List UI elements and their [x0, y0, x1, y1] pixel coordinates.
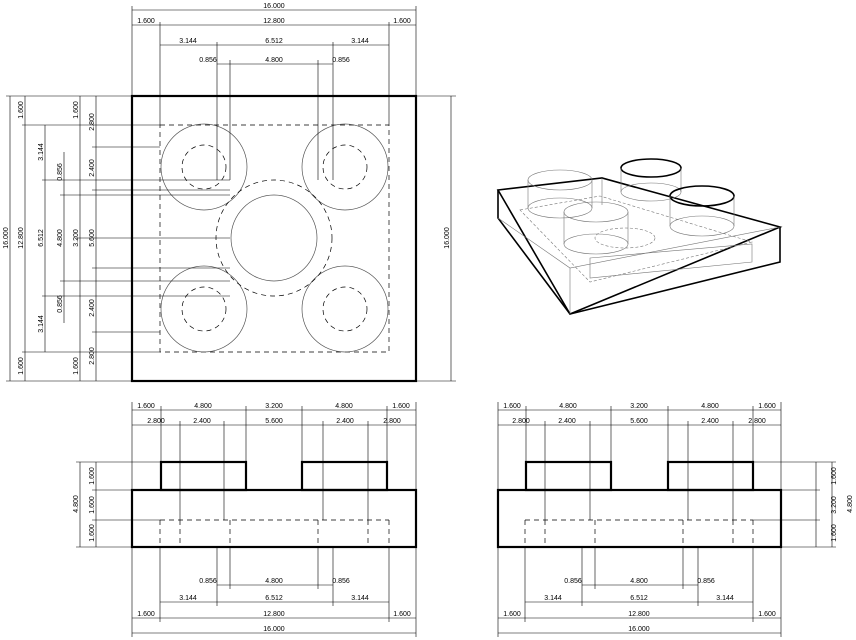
dim-label: 4.800: [265, 57, 283, 64]
dim-label: 1.600: [73, 357, 80, 375]
dim-label: 16.000: [263, 3, 285, 10]
dim-label: 2.400: [558, 418, 576, 425]
dim-label: 2.400: [89, 299, 96, 317]
stud-hidden-circle: [322, 144, 368, 190]
stud-circle: [160, 123, 248, 211]
dim-label: 1.600: [89, 496, 96, 514]
dim-label: 16.000: [3, 227, 10, 249]
dim-label: 3.144: [351, 595, 369, 602]
dim-label: 0.856: [564, 578, 582, 585]
dim-label: 1.600: [89, 524, 96, 542]
dim-label: 0.856: [332, 57, 350, 64]
dim-label: 12.800: [263, 18, 285, 25]
dim-label: 4.800: [73, 495, 80, 513]
dim-label: 0.856: [332, 578, 350, 585]
dim-label: 1.600: [137, 403, 155, 410]
stud-hidden-circle: [181, 286, 227, 332]
dim-label: 6.512: [630, 595, 648, 602]
top-view-hidden-rect: [159, 124, 390, 353]
dim-label: 3.144: [179, 595, 197, 602]
iso-stud: [620, 158, 682, 202]
dim-label: 1.600: [18, 101, 25, 119]
dim-label: 1.600: [393, 18, 411, 25]
dim-label: 4.800: [847, 495, 854, 513]
front-view: 1.600 4.800 3.200 4.800 1.600 2.800 2.40…: [73, 402, 418, 637]
dim-label: 12.800: [263, 611, 285, 618]
stud-circle: [301, 265, 389, 353]
dim-label: 16.000: [628, 626, 650, 633]
dim-label: 2.800: [383, 418, 401, 425]
dim-label: 3.144: [38, 143, 45, 161]
dim-label: 2.400: [193, 418, 211, 425]
dim-label: 1.600: [758, 611, 776, 618]
dim-label: 3.200: [265, 403, 283, 410]
iso-stud: [669, 185, 735, 237]
dim-label: 4.800: [194, 403, 212, 410]
dim-label: 2.400: [89, 159, 96, 177]
dim-label: 1.600: [503, 403, 521, 410]
dim-label: 1.600: [758, 403, 776, 410]
dim-label: 1.600: [831, 467, 838, 485]
dim-label: 6.512: [38, 229, 45, 247]
dim-label: 3.200: [630, 403, 648, 410]
top-view: 16.000 1.600 12.800 1.600 3.144 6.512 3.…: [3, 3, 456, 383]
dim-label: 4.800: [630, 578, 648, 585]
dim-label: 1.600: [73, 101, 80, 119]
dim-label: 3.144: [179, 38, 197, 45]
dim-label: 0.856: [199, 57, 217, 64]
dim-label: 1.600: [137, 611, 155, 618]
dim-label: 0.856: [199, 578, 217, 585]
dim-label: 3.144: [716, 595, 734, 602]
dim-label: 1.600: [393, 611, 411, 618]
dim-label: 0.856: [697, 578, 715, 585]
dim-label: 2.800: [89, 347, 96, 365]
dim-label: 1.600: [137, 18, 155, 25]
iso-stud: [527, 169, 593, 219]
dim-label: 6.512: [265, 38, 283, 45]
dim-label: 16.000: [444, 227, 451, 249]
stud-hidden-circle: [322, 286, 368, 332]
dim-label: 5.600: [265, 418, 283, 425]
dim-label: 4.800: [559, 403, 577, 410]
dim-label: 1.600: [392, 403, 410, 410]
dim-label: 1.600: [831, 524, 838, 542]
dim-label: 0.856: [57, 163, 64, 181]
dim-label: 4.800: [57, 229, 64, 247]
dim-label: 3.144: [544, 595, 562, 602]
dim-label: 3.144: [351, 38, 369, 45]
stud-hidden-circle: [181, 144, 227, 190]
dim-label: 4.800: [335, 403, 353, 410]
side-view: 1.600 4.800 3.200 4.800 1.600 2.800 2.40…: [496, 402, 854, 637]
dim-label: 3.144: [38, 315, 45, 333]
dim-label: 0.856: [57, 295, 64, 313]
top-view-outline: [130, 94, 418, 383]
dim-label: 3.200: [831, 496, 838, 514]
stud-circle: [160, 265, 248, 353]
iso-stud: [563, 201, 629, 255]
dim-label: 12.800: [628, 611, 650, 618]
dim-label: 1.600: [89, 467, 96, 485]
dim-label: 1.600: [503, 611, 521, 618]
dim-label: 4.800: [701, 403, 719, 410]
dim-label: 2.800: [512, 418, 530, 425]
dim-label: 2.800: [748, 418, 766, 425]
dim-label: 16.000: [263, 626, 285, 633]
isometric-view: [496, 158, 783, 316]
stud-circle: [301, 123, 389, 211]
dim-label: 6.512: [265, 595, 283, 602]
dim-label: 2.800: [147, 418, 165, 425]
dim-label: 5.600: [89, 229, 96, 247]
dim-label: 12.800: [18, 227, 25, 249]
dim-label: 2.800: [89, 113, 96, 131]
center-tube-circle: [230, 194, 318, 282]
dim-label: 1.600: [18, 357, 25, 375]
dim-label: 3.200: [73, 229, 80, 247]
dim-label: 2.400: [336, 418, 354, 425]
dim-label: 2.400: [701, 418, 719, 425]
dim-label: 4.800: [265, 578, 283, 585]
dim-label: 5.600: [630, 418, 648, 425]
